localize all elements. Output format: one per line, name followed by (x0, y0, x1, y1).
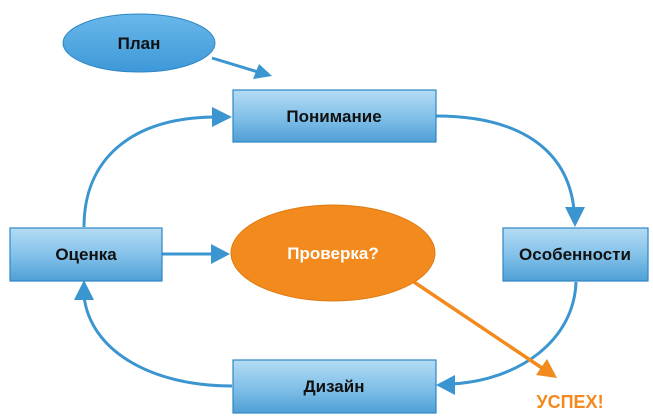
arrow-evaluation-to-understanding (82, 115, 215, 228)
arrowhead-plan-to-understanding (253, 64, 272, 79)
evaluation-label: Оценка (55, 245, 117, 264)
arrowhead-design-to-evaluation (74, 280, 94, 300)
plan-label: План (118, 34, 161, 53)
understanding-label: Понимание (286, 107, 381, 126)
arrowhead-understanding-to-features (565, 207, 585, 227)
features-box (502, 227, 649, 282)
arrowhead-check-to-success (536, 359, 557, 378)
arrow-understanding-to-features (435, 114, 576, 211)
arrowhead-evaluation-to-understanding (212, 107, 232, 127)
check-ellipse (230, 204, 436, 302)
node-understanding: Понимание (232, 89, 437, 143)
arrow-features-to-design (451, 281, 578, 386)
design-box (232, 359, 437, 414)
node-features: Особенности (502, 227, 649, 282)
evaluation-box (9, 227, 163, 282)
arrow-plan-to-understanding (211, 56, 259, 74)
arrowhead-evaluation-to-check (211, 244, 230, 264)
understanding-box (232, 89, 437, 143)
node-design: Дизайн (232, 359, 437, 414)
arrow-check-to-success (413, 280, 543, 370)
node-evaluation: Оценка (9, 227, 163, 282)
design-label: Дизайн (304, 377, 365, 396)
success-label: УСПЕХ! (536, 392, 603, 412)
plan-ellipse (62, 13, 216, 73)
features-label: Особенности (519, 245, 631, 264)
check-label: Проверка? (287, 244, 378, 263)
node-plan: План (62, 13, 216, 73)
arrowhead-features-to-design (436, 375, 455, 395)
node-check: Проверка? (230, 204, 436, 302)
arrow-design-to-evaluation (82, 295, 233, 388)
connector-arrows (74, 56, 585, 395)
